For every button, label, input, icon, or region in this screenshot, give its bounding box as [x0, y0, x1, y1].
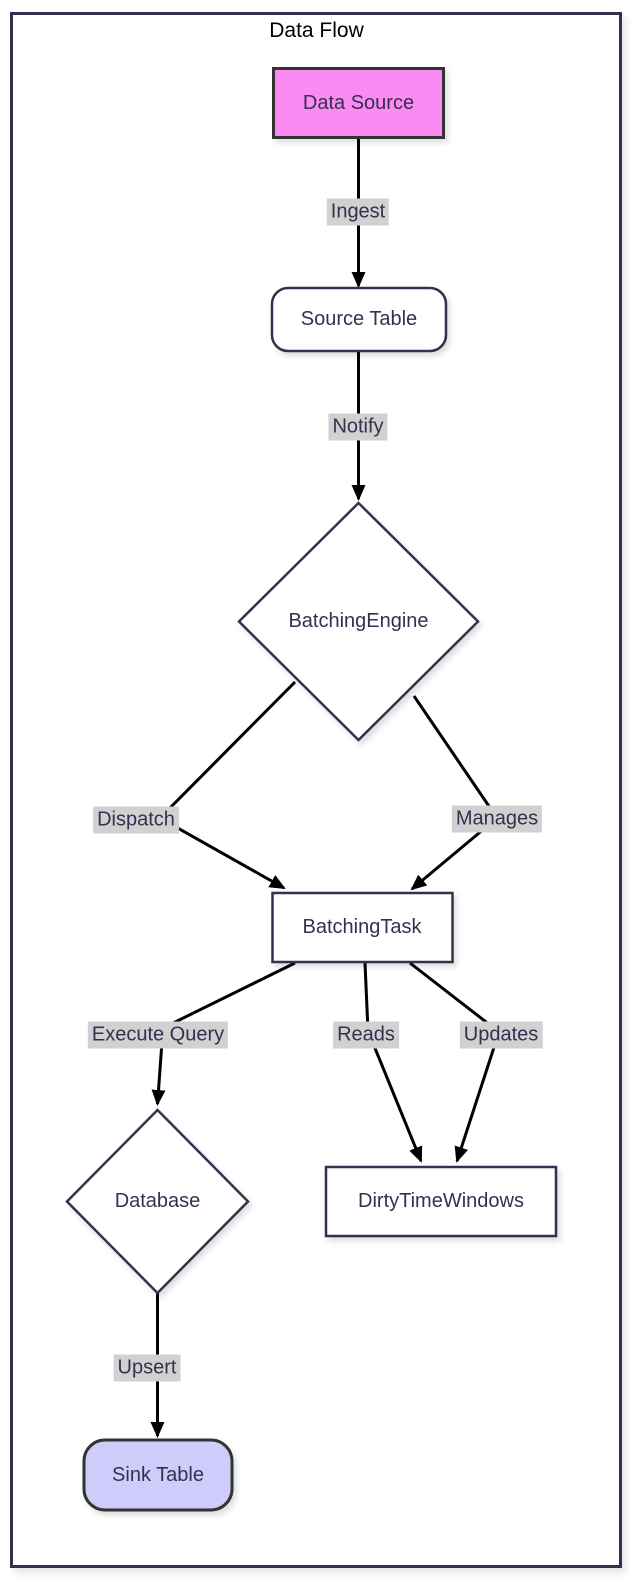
edge-label-dispatch: Dispatch — [93, 806, 179, 834]
edge-label-notify: Notify — [328, 413, 388, 441]
node-batching-task-shape — [271, 891, 454, 964]
node-sink-table-shape — [82, 1438, 234, 1512]
node-source-table-shape — [270, 286, 448, 353]
edge-reads-arrow — [363, 962, 423, 1163]
diagram-border — [10, 12, 622, 1568]
edge-label-reads: Reads — [333, 1021, 399, 1049]
node-database-shape — [65, 1108, 250, 1295]
edge-manages-arrow — [410, 695, 500, 891]
diagram-title: Data Flow — [269, 19, 364, 42]
node-data-source-shape — [272, 67, 445, 139]
edge-label-manages: Manages — [451, 805, 543, 833]
node-batching-engine-shape — [237, 501, 480, 742]
edge-label-upsert: Upsert — [113, 1354, 181, 1382]
edge-dispatch-arrow — [157, 680, 297, 890]
edge-label-updates: Updates — [459, 1021, 543, 1049]
node-dirty-time-windows-shape — [324, 1165, 558, 1238]
edge-updates-arrow — [409, 961, 501, 1163]
edge-label-execute-query: Execute Query — [87, 1021, 229, 1049]
edge-label-ingest: Ingest — [326, 198, 390, 226]
